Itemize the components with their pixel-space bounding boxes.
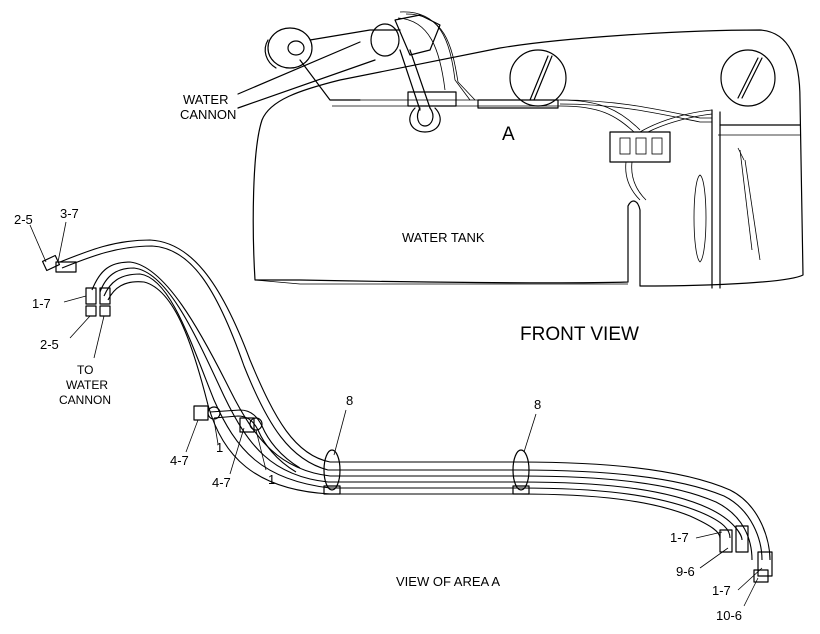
left-fittings [41,254,111,317]
view-of-area-a-title: VIEW OF AREA A [396,574,500,589]
callout-1-7-right-a: 1-7 [670,530,689,545]
area-a-marker: A [502,124,515,145]
callout-9-6: 9-6 [676,564,695,579]
callout-4-7-a: 4-7 [170,453,189,468]
callout-1-a: 1 [216,440,223,455]
callout-1-7-right-b: 1-7 [712,583,731,598]
water-tank-outline [252,29,804,287]
leader-lines [29,221,763,607]
water-tank-label: WATER TANK [402,230,485,245]
water-cannon-label-line1: WATER [183,92,229,107]
valve-block [559,99,713,201]
callout-2-5-bottom: 2-5 [40,337,59,352]
to-water-cannon-line2: WATER [66,378,108,392]
tank-fill-cap-left [509,49,567,107]
callout-2-5-top: 2-5 [14,212,33,227]
water-cannon-assembly [264,11,641,133]
clamp-right [512,449,530,495]
right-fittings [719,525,773,583]
to-water-cannon-line1: TO [77,363,93,377]
callout-1-7-left: 1-7 [32,296,51,311]
callout-8-left: 8 [346,393,353,408]
tank-fill-cap-right [720,49,776,107]
callout-10-6: 10-6 [716,608,742,623]
clamp-left [323,449,341,495]
front-view: WATER CANNON A WATER TANK FRONT VIEW [180,11,804,345]
callout-4-7-b: 4-7 [212,475,231,490]
water-cannon-label-line2: CANNON [180,107,236,122]
callout-3-7: 3-7 [60,206,79,221]
front-view-title: FRONT VIEW [520,324,639,345]
callout-8-right: 8 [534,397,541,412]
hose-bundle [59,239,771,561]
callout-1-b: 1 [268,472,275,487]
area-a-view: 2-5 3-7 1-7 2-5 TO WATER CANNON 8 8 4-7 … [14,206,773,623]
to-water-cannon-line3: CANNON [59,393,111,407]
